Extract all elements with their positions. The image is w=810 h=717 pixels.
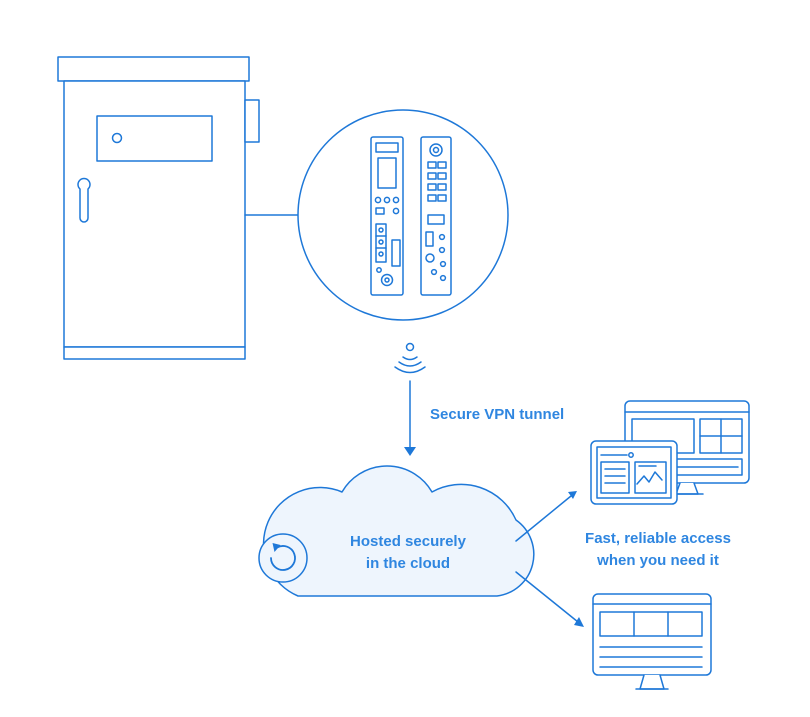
electrical-cabinet-icon xyxy=(57,56,260,360)
modular-controller-icon xyxy=(297,109,509,321)
monitor-icon xyxy=(592,593,712,690)
wireless-signal-icon xyxy=(394,342,426,374)
vpn-arrow xyxy=(404,380,416,456)
access-label-line2: when you need it xyxy=(597,552,719,569)
tablet-icon xyxy=(590,440,678,505)
access-label: Fast, reliable access when you need it xyxy=(568,528,748,572)
cloud-label-line1: Hosted securely xyxy=(350,533,466,550)
cloud-icon xyxy=(262,465,535,597)
sync-icon xyxy=(258,533,308,583)
access-label-line1: Fast, reliable access xyxy=(585,530,731,547)
vpn-tunnel-label: Secure VPN tunnel xyxy=(430,406,565,423)
arrow-to-tablet xyxy=(515,491,577,542)
cloud-label: Hosted securely in the cloud xyxy=(318,531,498,575)
arrow-to-monitor xyxy=(515,571,584,627)
cloud-label-line2: in the cloud xyxy=(365,555,451,572)
